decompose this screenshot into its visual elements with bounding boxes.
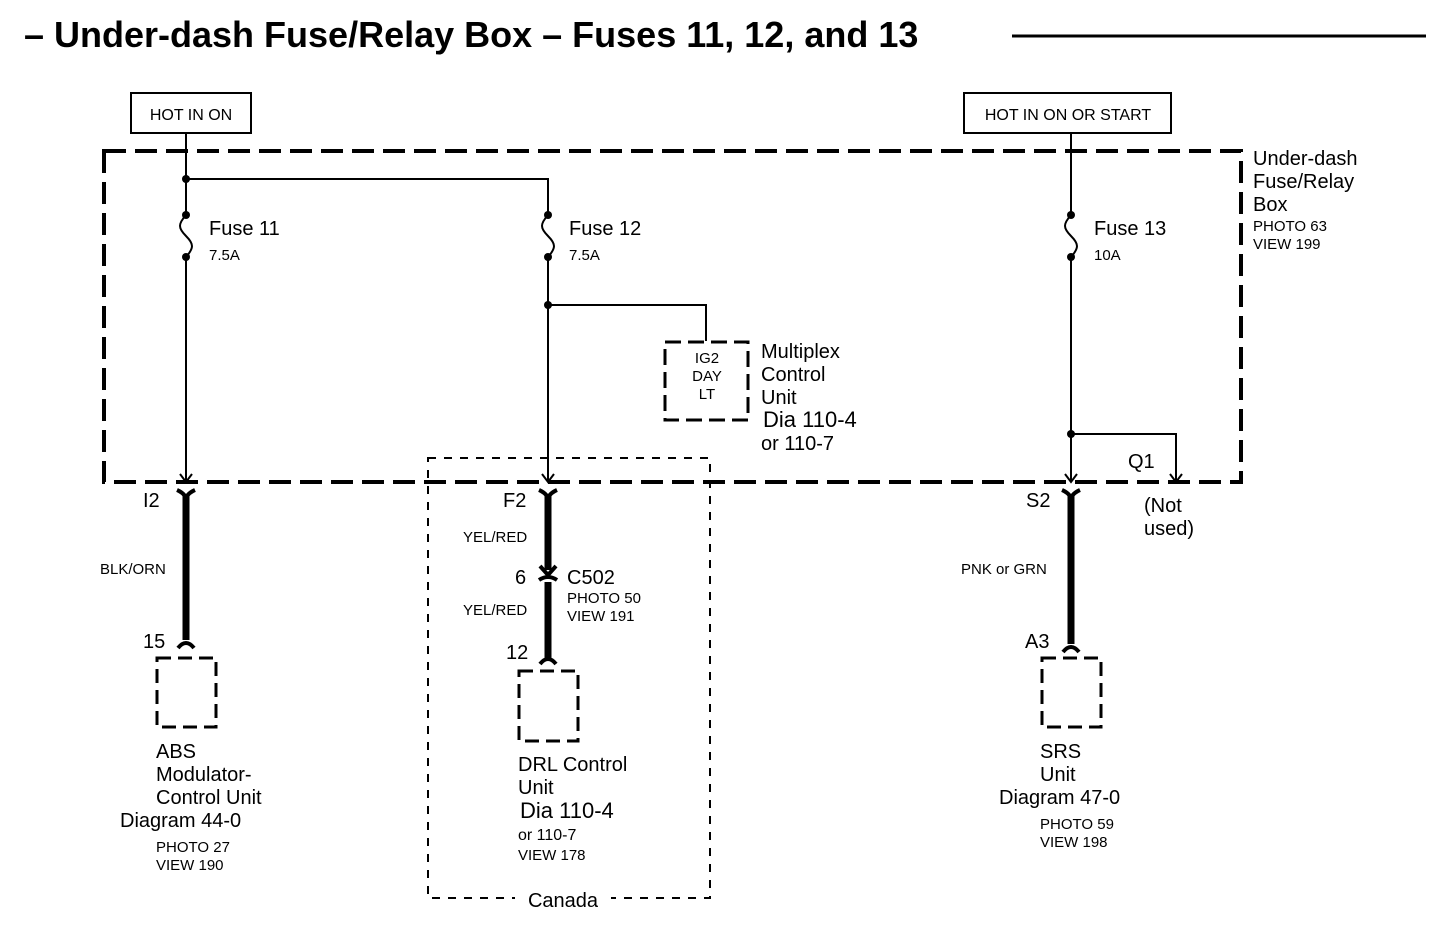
svg-text:VIEW 198: VIEW 198 (1040, 834, 1108, 851)
fuse-11-name: Fuse 11 (209, 218, 280, 240)
svg-text:Unit: Unit (518, 777, 554, 799)
power-source-label: HOT IN ON OR START (985, 107, 1151, 124)
drl-top-pin: F2 (503, 490, 526, 512)
srs-wire-color: PNK or GRN (961, 561, 1047, 578)
abs-bottom-pin: 15 (143, 631, 165, 653)
power-source-hot-in-on-or-start: HOT IN ON OR START (963, 92, 1172, 134)
svg-text:Diagram 47-0: Diagram 47-0 (999, 787, 1120, 809)
svg-text:PHOTO 59: PHOTO 59 (1040, 816, 1114, 833)
c502-view: VIEW 191 (567, 608, 635, 625)
svg-text:Control Unit: Control Unit (156, 787, 262, 809)
svg-text:VIEW 178: VIEW 178 (518, 847, 586, 864)
svg-text:PHOTO 27: PHOTO 27 (156, 839, 230, 856)
svg-text:used): used) (1144, 518, 1194, 540)
fuse-11-symbol (179, 211, 193, 261)
svg-text:Under-dash: Under-dash (1253, 148, 1358, 170)
fuse-13-symbol (1064, 211, 1078, 261)
terminal-arrows (179, 473, 1183, 484)
multiplex-unit-label: Multiplex Control Unit Dia 110-4 or 110-… (761, 341, 857, 455)
canada-label-bg (515, 886, 611, 912)
svg-text:Diagram 44-0: Diagram 44-0 (120, 810, 241, 832)
fuse-12-symbol (541, 211, 555, 261)
svg-text:DAY: DAY (692, 368, 722, 385)
drl-wire-color-lower: YEL/RED (463, 602, 527, 619)
fuse-12-name: Fuse 12 (569, 218, 641, 240)
svg-text:Modulator-: Modulator- (156, 764, 252, 786)
svg-text:DRL Control: DRL Control (518, 754, 627, 776)
q1-label: Q1 (1128, 451, 1155, 473)
svg-text:Unit: Unit (1040, 764, 1076, 786)
q1-note: (Not used) (1144, 495, 1194, 540)
fuse-box-label: Under-dash Fuse/Relay Box PHOTO 63 VIEW … (1253, 148, 1358, 253)
drl-bottom-pin: 12 (506, 642, 528, 664)
srs-top-pin: S2 (1026, 490, 1050, 512)
srs-bottom-pin: A3 (1025, 631, 1049, 653)
svg-text:VIEW 190: VIEW 190 (156, 857, 224, 874)
wires-thin (185, 133, 1177, 482)
svg-text:or 110-7: or 110-7 (518, 827, 577, 844)
svg-text:or 110-7: or 110-7 (761, 433, 834, 455)
c502-pin: 6 (515, 567, 526, 589)
svg-text:Dia 110-4: Dia 110-4 (763, 407, 857, 432)
connector-glyphs (176, 488, 1081, 666)
drl-wire-color-upper: YEL/RED (463, 529, 527, 546)
svg-text:Multiplex: Multiplex (761, 341, 840, 363)
srs-unit-label: SRS Unit Diagram 47-0 PHOTO 59 VIEW 198 (999, 741, 1120, 851)
svg-text:IG2: IG2 (695, 350, 719, 367)
power-source-label: HOT IN ON (150, 107, 232, 124)
harness-wires (182, 494, 1075, 658)
drl-unit-label: DRL Control Unit Dia 110-4 or 110-7 VIEW… (518, 754, 627, 864)
abs-top-pin: I2 (143, 490, 160, 512)
canada-region-label: Canada (528, 890, 599, 912)
c502-photo: PHOTO 50 (567, 590, 641, 607)
diagram-title: – Under-dash Fuse/Relay Box – Fuses 11, … (24, 14, 918, 55)
power-source-hot-in-on: HOT IN ON (130, 92, 252, 134)
fuse-13-name: Fuse 13 (1094, 218, 1166, 240)
svg-text:(Not: (Not (1144, 495, 1182, 517)
svg-text:VIEW 199: VIEW 199 (1253, 236, 1321, 253)
canada-region-outline (427, 457, 711, 899)
svg-text:Control: Control (761, 364, 825, 386)
fuse-11-rating: 7.5A (209, 247, 240, 264)
svg-text:Box: Box (1253, 194, 1287, 216)
svg-text:SRS: SRS (1040, 741, 1081, 763)
srs-unit-box (1040, 656, 1103, 729)
multiplex-unit-box (663, 340, 750, 422)
svg-text:Fuse/Relay: Fuse/Relay (1253, 171, 1354, 193)
abs-unit-label: ABS Modulator- Control Unit Diagram 44-0… (120, 741, 262, 874)
svg-text:Dia 110-4: Dia 110-4 (520, 798, 614, 823)
svg-text:Unit: Unit (761, 387, 797, 409)
c502-connector-name: C502 (567, 567, 615, 589)
abs-unit-box (155, 656, 218, 729)
fuse-box-outline (102, 149, 1243, 484)
fuse-12-rating: 7.5A (569, 247, 600, 264)
svg-text:LT: LT (699, 386, 715, 403)
svg-text:PHOTO 63: PHOTO 63 (1253, 218, 1327, 235)
abs-wire-color: BLK/ORN (100, 561, 166, 578)
drl-unit-box (517, 669, 580, 743)
fuse-13-rating: 10A (1094, 247, 1121, 264)
svg-text:ABS: ABS (156, 741, 196, 763)
splice-points (182, 175, 1075, 438)
multiplex-inner-label: IG2 DAY LT (692, 350, 722, 403)
